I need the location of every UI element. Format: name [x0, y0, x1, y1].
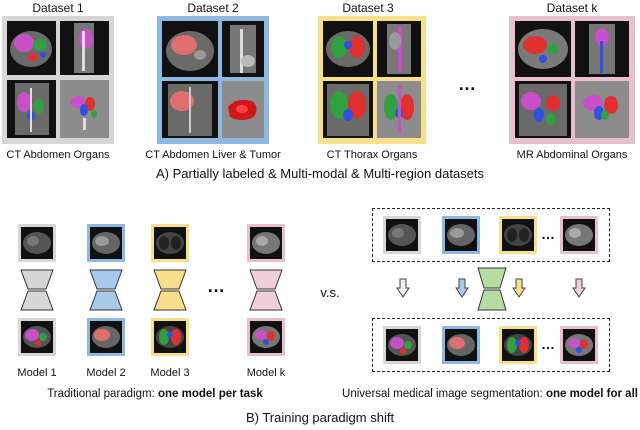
- mr-abdomen-sagittal-thumb: [575, 21, 629, 77]
- model-1-network-icon: [20, 269, 54, 311]
- ct-thorax-coronal-thumb: [323, 81, 373, 138]
- universal-input-ellipsis: …: [541, 226, 555, 242]
- ct-liver-coronal-thumb: [162, 81, 218, 138]
- mr-abdomen-axial-thumb: [515, 21, 571, 77]
- traditional-prefix: Traditional paradigm:: [47, 388, 158, 400]
- dataset-1-caption: CT Abdomen Organs: [6, 149, 110, 161]
- dataset-k-caption: MR Abdominal Organs: [516, 149, 628, 161]
- model-2-network-icon: [89, 269, 123, 311]
- 3d-mr-organs-render-thumb: [575, 81, 629, 138]
- universal-paradigm-caption: Universal medical image segmentation: on…: [342, 388, 638, 400]
- universal-input-box: [372, 208, 610, 262]
- down-arrow-icon: [455, 278, 469, 298]
- 3d-thorax-render-thumb: [377, 81, 421, 138]
- model-1-output-thumb: [18, 318, 56, 356]
- traditional-emphasis: one model per task: [157, 388, 263, 400]
- section-b-title: B) Training paradigm shift: [245, 410, 395, 425]
- universal-input-thumb-1: [383, 216, 421, 254]
- universal-output-box: [372, 318, 610, 372]
- dataset-k-panel: [509, 16, 635, 144]
- mr-abdomen-coronal-thumb: [515, 81, 571, 138]
- model-k-input-thumb: [247, 224, 285, 262]
- dataset-3-caption: CT Thorax Organs: [326, 149, 418, 161]
- model-3-label: Model 3: [150, 367, 190, 379]
- dataset-3-panel: [318, 16, 426, 144]
- model-3-output-thumb: [151, 318, 189, 356]
- down-arrow-icon: [396, 278, 410, 298]
- models-ellipsis: …: [207, 276, 225, 296]
- universal-output-ellipsis: …: [541, 336, 555, 352]
- versus-label: v.s.: [320, 285, 340, 300]
- traditional-paradigm-caption: Traditional paradigm: one model per task: [47, 388, 263, 400]
- dataset-3-title: Dataset 3: [342, 1, 394, 15]
- model-k-network-icon: [249, 269, 283, 311]
- ct-abdomen-axial-thumb: [7, 21, 56, 75]
- universal-input-thumb-k: [560, 216, 598, 254]
- dataset-k-title: Dataset k: [546, 1, 598, 15]
- model-k-label: Model k: [246, 367, 286, 379]
- dataset-2-title: Dataset 2: [187, 1, 239, 15]
- model-3-network-icon: [153, 269, 187, 311]
- dataset-2-caption: CT Abdomen Liver & Tumor: [145, 149, 281, 161]
- datasets-ellipsis: …: [458, 74, 476, 94]
- universal-prefix: Universal medical image segmentation:: [342, 388, 546, 400]
- universal-network-icon: [477, 267, 507, 311]
- universal-output-thumb-2: [442, 326, 480, 364]
- ct-liver-axial-thumb: [162, 21, 218, 77]
- dataset-1-panel: [2, 16, 114, 144]
- model-1-label: Model 1: [17, 367, 57, 379]
- ct-liver-sagittal-thumb: [222, 21, 264, 77]
- universal-input-thumb-3: [499, 216, 537, 254]
- model-2-output-thumb: [87, 318, 125, 356]
- universal-output-thumb-3: [499, 326, 537, 364]
- ct-thorax-axial-thumb: [323, 21, 373, 77]
- model-3-input-thumb: [151, 224, 189, 262]
- model-k-output-thumb: [247, 318, 285, 356]
- universal-emphasis: one model for all: [545, 388, 638, 400]
- model-2-label: Model 2: [86, 367, 126, 379]
- ct-abdomen-coronal-thumb: [7, 80, 56, 138]
- ct-abdomen-sagittal-thumb: [60, 21, 109, 75]
- model-2-input-thumb: [87, 224, 125, 262]
- 3d-liver-tumor-render-thumb: [222, 81, 264, 138]
- section-a-title: A) Partially labeled & Multi-modal & Mul…: [155, 166, 485, 181]
- universal-input-thumb-2: [442, 216, 480, 254]
- 3d-organs-render-thumb: [60, 80, 109, 138]
- model-1-input-thumb: [18, 224, 56, 262]
- ct-thorax-sagittal-thumb: [377, 21, 421, 77]
- dataset-1-title: Dataset 1: [32, 1, 84, 15]
- universal-output-thumb-k: [560, 326, 598, 364]
- down-arrow-icon: [572, 278, 586, 298]
- dataset-2-panel: [157, 16, 269, 144]
- universal-output-thumb-1: [383, 326, 421, 364]
- down-arrow-icon: [512, 278, 526, 298]
